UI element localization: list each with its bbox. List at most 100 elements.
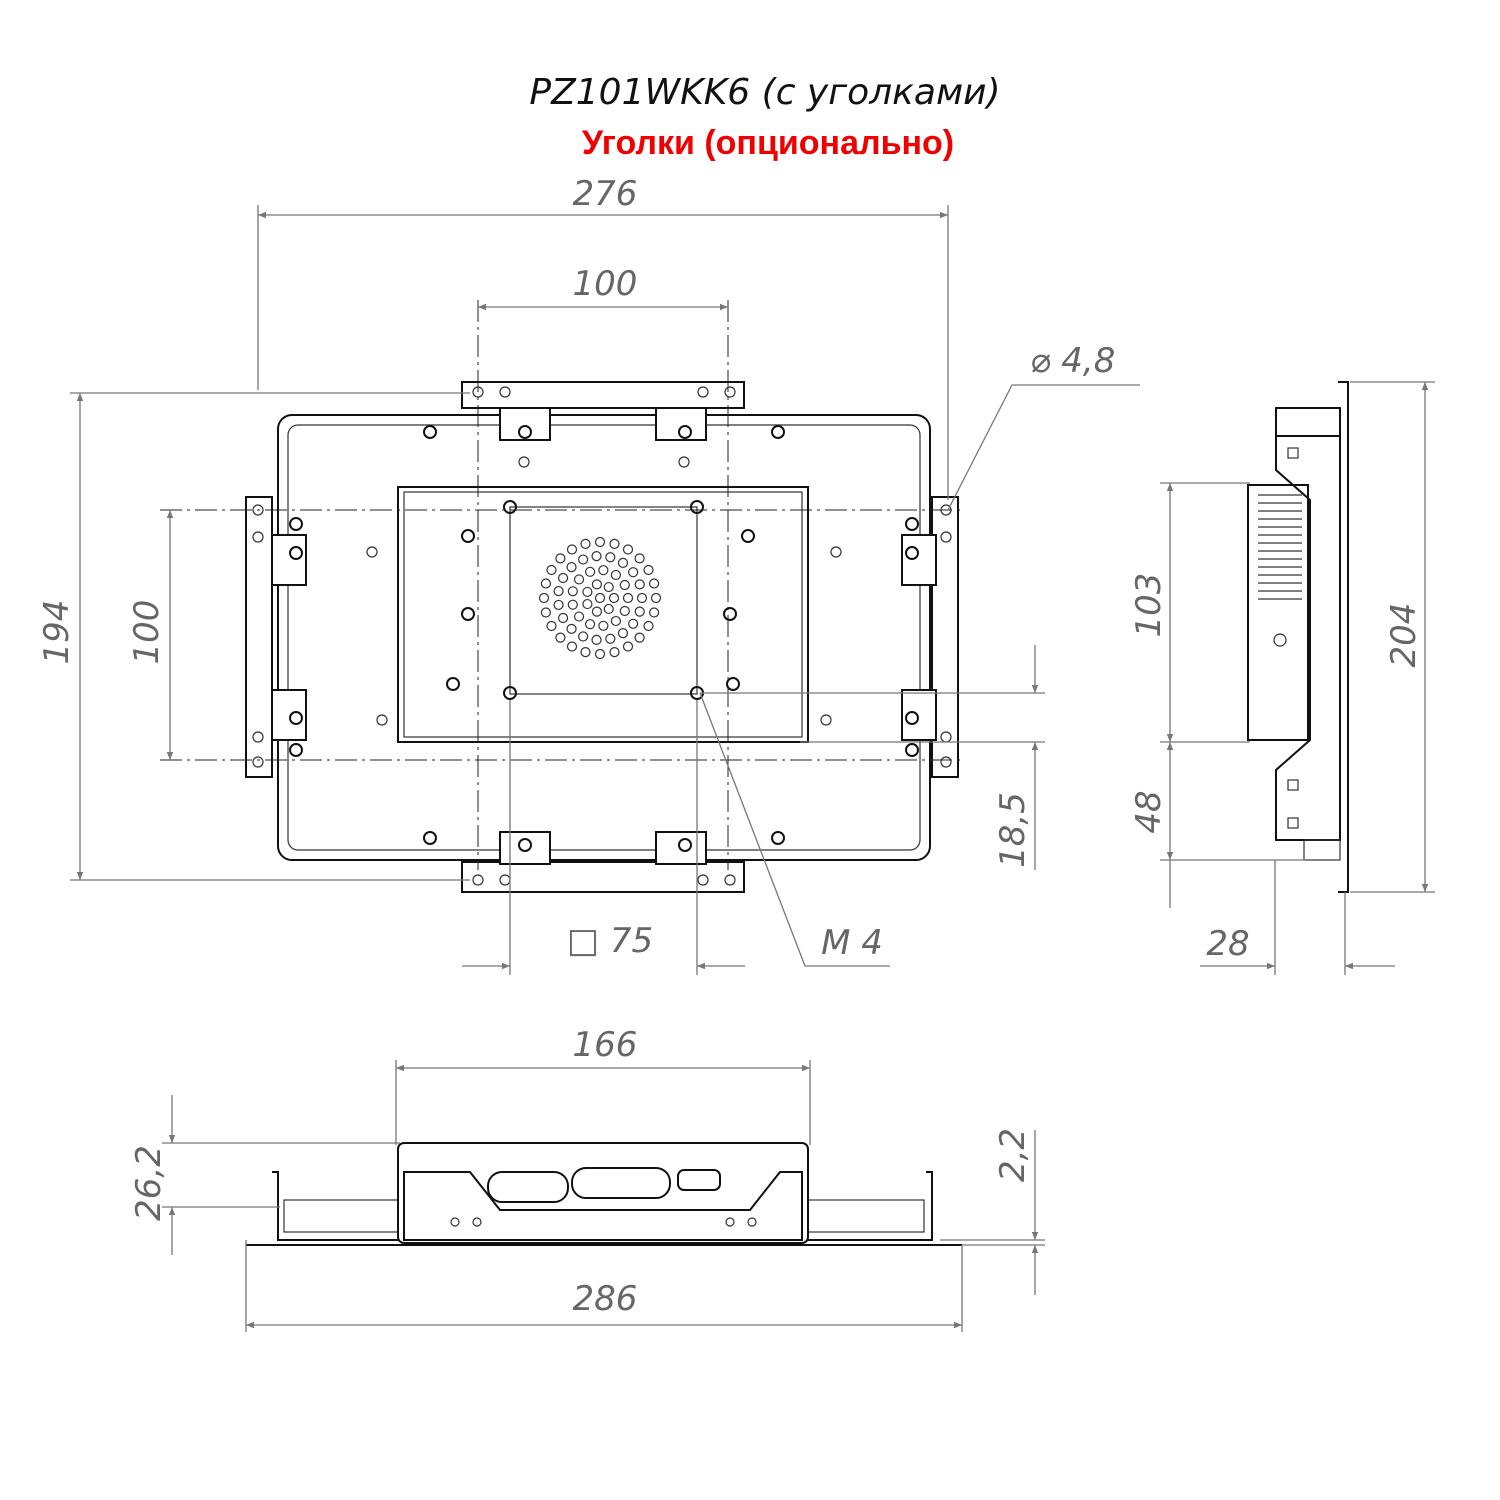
vent-hole-icon (619, 579, 630, 591)
screw-icon (503, 500, 517, 514)
vent-hole-icon (634, 553, 645, 564)
mount-hole-icon (252, 504, 264, 516)
vent-hole-icon (594, 592, 606, 604)
vent-hole-icon (582, 598, 593, 610)
vent-hole-icon (591, 634, 602, 645)
vent-hole-icon (594, 648, 606, 660)
vent-hole-icon (610, 615, 622, 627)
vent-hole-icon (567, 586, 578, 597)
vent-hole-icon (650, 592, 662, 604)
screw-icon (905, 743, 919, 757)
screw-icon (741, 529, 755, 543)
vent-hole-icon (555, 553, 566, 564)
mount-hole-icon (376, 714, 388, 726)
dim-vesa-top-100: 100 (573, 264, 638, 304)
vent-hole-icon (540, 578, 552, 589)
vent-hole-icon (605, 552, 616, 563)
mount-hole-icon (940, 531, 952, 543)
vent-hole-icon (619, 605, 630, 617)
screw-icon (518, 838, 532, 852)
dim-box-height-103: 103 (1129, 573, 1169, 638)
mount-hole-icon (472, 874, 484, 886)
vent-hole-icon (555, 632, 566, 643)
vent-hole-icon (580, 538, 591, 550)
dim-thread-m4: M 4 (821, 923, 883, 963)
dim-total-width-286: 286 (573, 1279, 638, 1319)
vga-port-icon (487, 1171, 569, 1203)
vent-hole-icon (603, 581, 614, 593)
vent-hole-icon (617, 628, 629, 639)
vent-hole-icon (609, 646, 620, 658)
vent-hole-icon (628, 618, 639, 629)
vent-hole-icon (580, 646, 591, 658)
vent-hole-icon (598, 620, 609, 631)
mount-hole-icon (678, 456, 690, 468)
vent-hole-icon (557, 572, 569, 584)
screw-icon (289, 517, 303, 531)
mount-hole-icon (499, 874, 511, 886)
dim-vesa-left-100: 100 (127, 600, 167, 665)
vent-hole-icon (605, 633, 616, 644)
vent-hole-icon (617, 557, 629, 568)
vent-hole-icon (648, 578, 660, 589)
mount-hole-icon (697, 386, 709, 398)
screw-icon (905, 517, 919, 531)
screw-icon (423, 425, 437, 439)
screw-icon (678, 838, 692, 852)
dim-bezel-2-2: 2,2 (993, 1128, 1033, 1182)
vent-hole-icon (553, 585, 564, 597)
vent-hole-icon (591, 551, 602, 562)
vent-hole-icon (643, 564, 654, 576)
vent-hole-icon (622, 641, 634, 652)
screw-icon (503, 686, 517, 700)
screw-icon (726, 677, 740, 691)
dim-offset-18-5: 18,5 (993, 792, 1033, 868)
vent-hole-icon (546, 620, 557, 632)
vent-hole-icon (610, 569, 622, 581)
screw-icon (771, 831, 785, 845)
vent-hole-icon (573, 574, 585, 585)
vent-hole-icon (538, 592, 550, 604)
screw-icon (289, 711, 303, 725)
vent-hole-icon (584, 619, 596, 630)
screw-icon (771, 425, 785, 439)
vent-hole-icon (643, 620, 654, 632)
vent-hole-icon (546, 564, 557, 576)
vent-hole-icon (634, 606, 645, 617)
screw-icon (690, 500, 704, 514)
screw-icon (423, 831, 437, 845)
dim-box-width-166: 166 (573, 1025, 638, 1065)
vent-hole-icon (582, 586, 593, 598)
vent-hole-icon (557, 612, 569, 624)
mount-hole-icon (366, 546, 378, 558)
vent-hole-icon (540, 607, 552, 618)
bottom-view (246, 1142, 962, 1246)
screw-icon (905, 546, 919, 560)
screw-icon (723, 607, 737, 621)
screw-icon (446, 677, 460, 691)
dim-depth-28: 28 (1206, 924, 1249, 964)
vent-hole-icon (622, 592, 634, 604)
screw-icon (905, 711, 919, 725)
vent-hole-icon (553, 599, 564, 611)
mount-hole-icon (499, 386, 511, 398)
front-dimensions: 276 100 ⌀ 4,8 194 100 18,5 □ 75 M 4 (37, 174, 1140, 975)
mount-hole-icon (830, 546, 842, 558)
screw-icon (461, 607, 475, 621)
mount-hole-icon (940, 731, 952, 743)
vent-hole-icon (566, 561, 577, 573)
screw-icon (518, 425, 532, 439)
screw-icon (289, 546, 303, 560)
side-dimensions: 103 204 48 28 (1129, 381, 1435, 975)
mount-hole-icon (940, 756, 952, 768)
drawing-title: PZ101WKK6 (с уголками) (529, 72, 1000, 113)
mount-hole-icon (472, 386, 484, 398)
screw-icon (289, 743, 303, 757)
vent-hole-icon (566, 623, 577, 635)
vent-hole-icon (636, 592, 648, 604)
mount-hole-icon (518, 456, 530, 468)
vent-hole-icon (634, 632, 645, 643)
vent-hole-icon (594, 536, 606, 548)
mount-hole-icon (697, 874, 709, 886)
